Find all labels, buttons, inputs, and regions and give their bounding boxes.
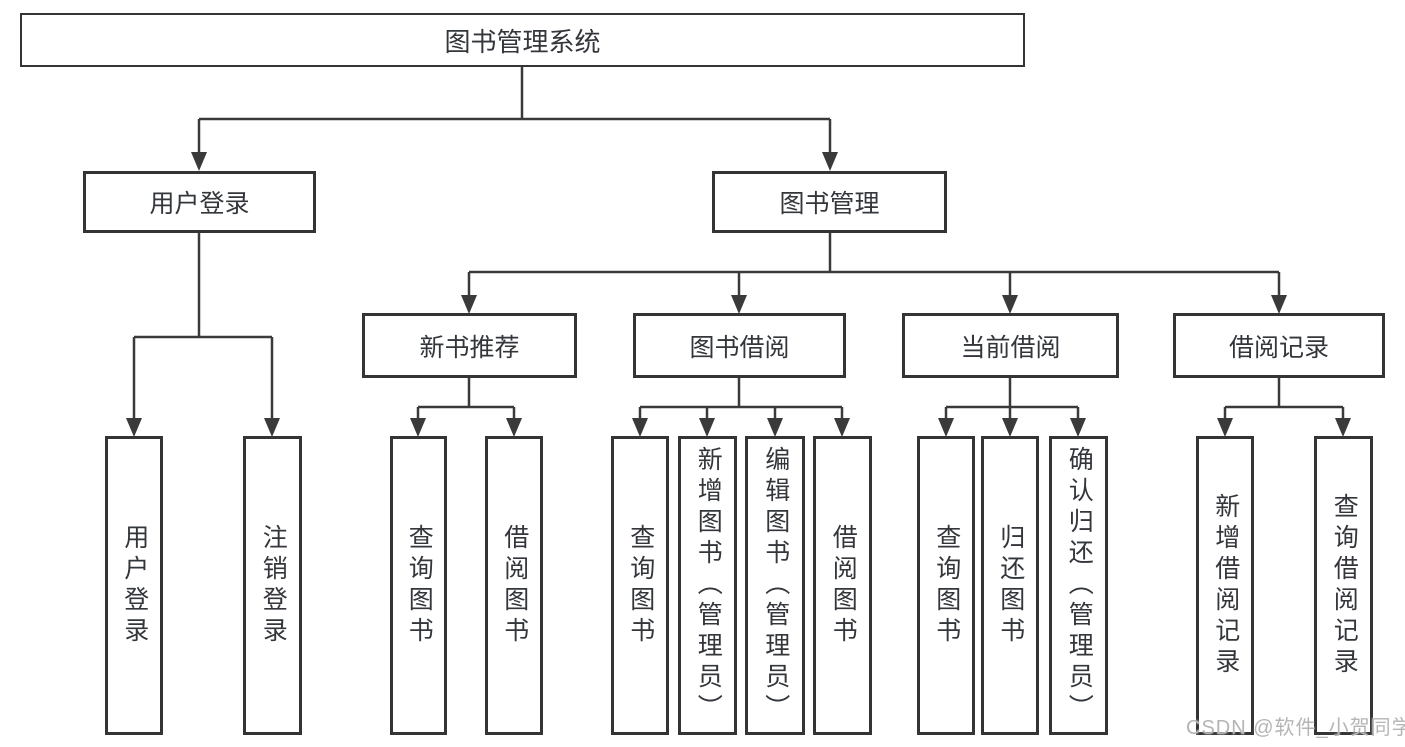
node-label: 当前借阅 bbox=[960, 333, 1061, 362]
node-label: 新增借阅记录 bbox=[1211, 492, 1240, 679]
node-query-borrow-record: 查询借阅记录 bbox=[1314, 436, 1373, 735]
node-logout: 注销登录 bbox=[243, 436, 302, 735]
node-borrow-books-borrowing: 借阅图书 bbox=[813, 436, 872, 735]
node-label: 归还图书 bbox=[996, 523, 1025, 648]
node-label: 查询借阅记录 bbox=[1330, 492, 1359, 679]
node-user-login-branch: 用户登录 bbox=[83, 171, 316, 233]
node-label: 借阅图书 bbox=[500, 523, 529, 648]
node-book-borrowing: 图书借阅 bbox=[633, 313, 846, 378]
node-label: 新书推荐 bbox=[419, 333, 520, 362]
node-confirm-return-admin: 确认归还（管理员） bbox=[1049, 436, 1108, 735]
node-label: 新增图书（管理员） bbox=[694, 446, 723, 725]
node-label: 用户登录 bbox=[120, 523, 149, 648]
arrowhead-icons bbox=[126, 152, 1351, 437]
node-borrow-books-recommend: 借阅图书 bbox=[485, 436, 543, 735]
node-query-books-current: 查询图书 bbox=[917, 436, 975, 735]
node-label: 借阅记录 bbox=[1228, 333, 1329, 362]
node-label: 图书管理 bbox=[779, 190, 880, 218]
csdn-watermark: CSDN @软件_小贺同学 bbox=[1186, 717, 1405, 739]
node-label: 图书管理系统 bbox=[444, 26, 601, 57]
node-return-books: 归还图书 bbox=[981, 436, 1039, 735]
node-label: 查询图书 bbox=[932, 523, 961, 648]
node-borrow-records: 借阅记录 bbox=[1173, 313, 1385, 378]
node-add-book-admin: 新增图书（管理员） bbox=[678, 436, 737, 735]
node-query-books-recommend: 查询图书 bbox=[390, 436, 447, 735]
node-label: 注销登录 bbox=[259, 523, 288, 648]
node-book-management: 图书管理 bbox=[712, 171, 947, 233]
node-query-books-borrowing: 查询图书 bbox=[611, 436, 669, 735]
node-current-borrowing: 当前借阅 bbox=[902, 313, 1119, 378]
node-label: 借阅图书 bbox=[829, 523, 858, 648]
node-label: 查询图书 bbox=[626, 523, 655, 648]
node-label: 确认归还（管理员） bbox=[1065, 446, 1094, 725]
node-label: 查询图书 bbox=[405, 523, 434, 648]
node-user-login-leaf: 用户登录 bbox=[105, 436, 163, 735]
node-edit-book-admin: 编辑图书（管理员） bbox=[745, 436, 805, 735]
node-label: 用户登录 bbox=[149, 190, 250, 218]
node-add-borrow-record: 新增借阅记录 bbox=[1196, 436, 1254, 735]
node-new-book-recommend: 新书推荐 bbox=[362, 313, 577, 378]
node-label: 图书借阅 bbox=[689, 333, 790, 362]
node-label: 编辑图书（管理员） bbox=[761, 446, 790, 725]
node-library-management-system: 图书管理系统 bbox=[20, 13, 1025, 67]
